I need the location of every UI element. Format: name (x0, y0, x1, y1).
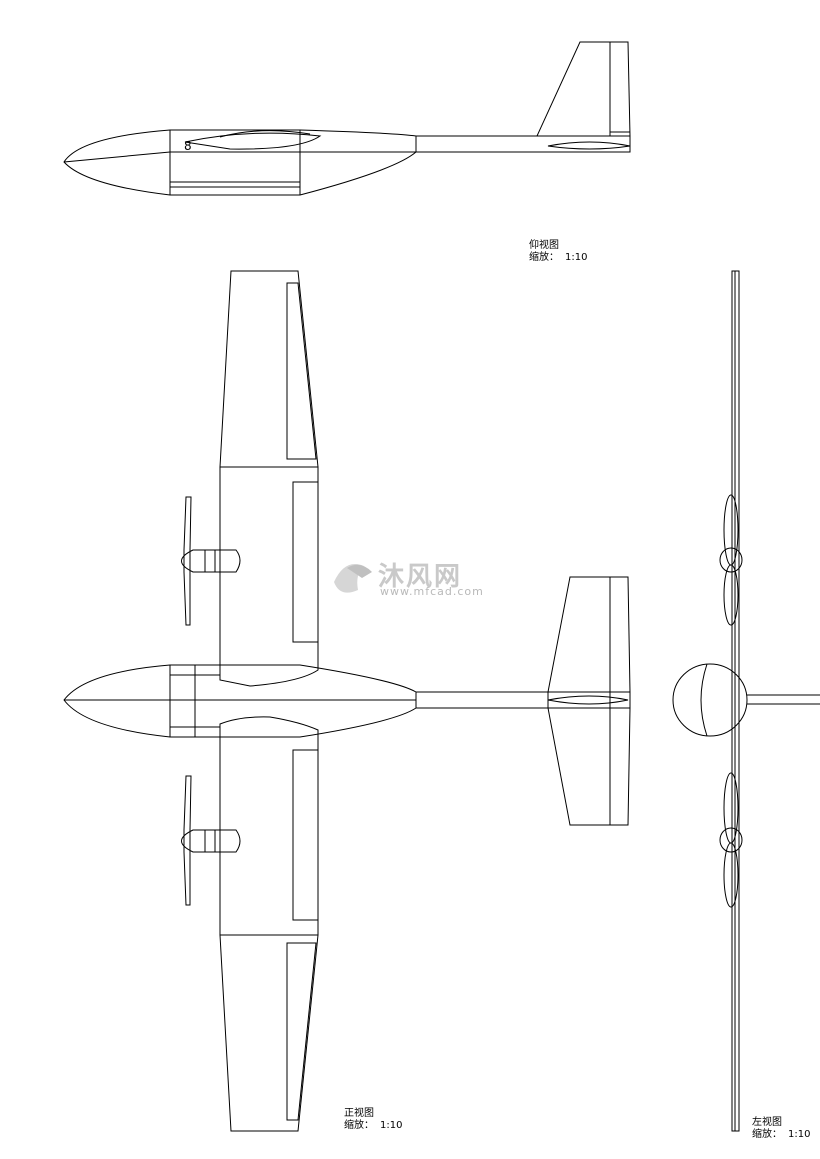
front-view-scale-value: 1:10 (788, 1129, 811, 1140)
front-view-name: 左视图 (752, 1117, 782, 1128)
top-lower-wing-outer (219, 934, 319, 1132)
side-view-name: 仰视图 (529, 240, 559, 251)
side-view-label: 仰视图 缩放： 1:10 (529, 240, 587, 264)
side-view-scale-value: 1:10 (565, 252, 588, 263)
top-view (63, 270, 631, 1132)
side-tail-boom (416, 135, 631, 153)
side-view-scale-label: 缩放： (529, 252, 559, 263)
top-upper-wing-inner (219, 466, 319, 687)
propeller-upper (183, 496, 192, 626)
front-horizontal-tail (747, 694, 820, 705)
watermark-url: www.mfcad.com (380, 585, 484, 598)
front-nacelle-lower (719, 827, 743, 853)
top-view-label: 正视图 缩放： 1:10 (344, 1108, 402, 1132)
side-propeller-mark: 8 (184, 139, 192, 153)
front-view-label: 左视图 缩放： 1:10 (752, 1117, 810, 1141)
horizontal-tail (547, 576, 631, 826)
front-view (672, 270, 820, 1132)
top-view-name: 正视图 (344, 1108, 374, 1119)
propeller-lower (183, 775, 192, 906)
side-view: 8 (63, 41, 631, 196)
side-vertical-tail (536, 41, 631, 137)
top-upper-wing-outer (219, 270, 319, 468)
top-lower-wing-inner (219, 716, 319, 936)
aileron-lower (286, 942, 317, 1121)
watermark-name: 沐风网 (378, 562, 463, 592)
watermark: 沐风网 www.mfcad.com (330, 556, 500, 600)
front-nacelle-upper (719, 547, 743, 573)
top-view-scale-label: 缩放： (344, 1120, 374, 1131)
front-fuselage (672, 663, 748, 737)
aileron-upper (286, 282, 317, 460)
flap-lower (292, 749, 319, 921)
front-view-scale-label: 缩放： (752, 1129, 782, 1140)
engine-nacelle-upper (181, 549, 241, 573)
side-fuselage (63, 129, 417, 196)
watermark-logo-icon (334, 564, 372, 593)
top-view-scale-value: 1:10 (380, 1120, 403, 1131)
top-tail-boom (416, 691, 631, 709)
engine-nacelle-lower (181, 829, 241, 853)
side-horizontal-stab (547, 141, 631, 150)
top-fuselage (63, 664, 417, 738)
flap-upper (292, 481, 319, 643)
